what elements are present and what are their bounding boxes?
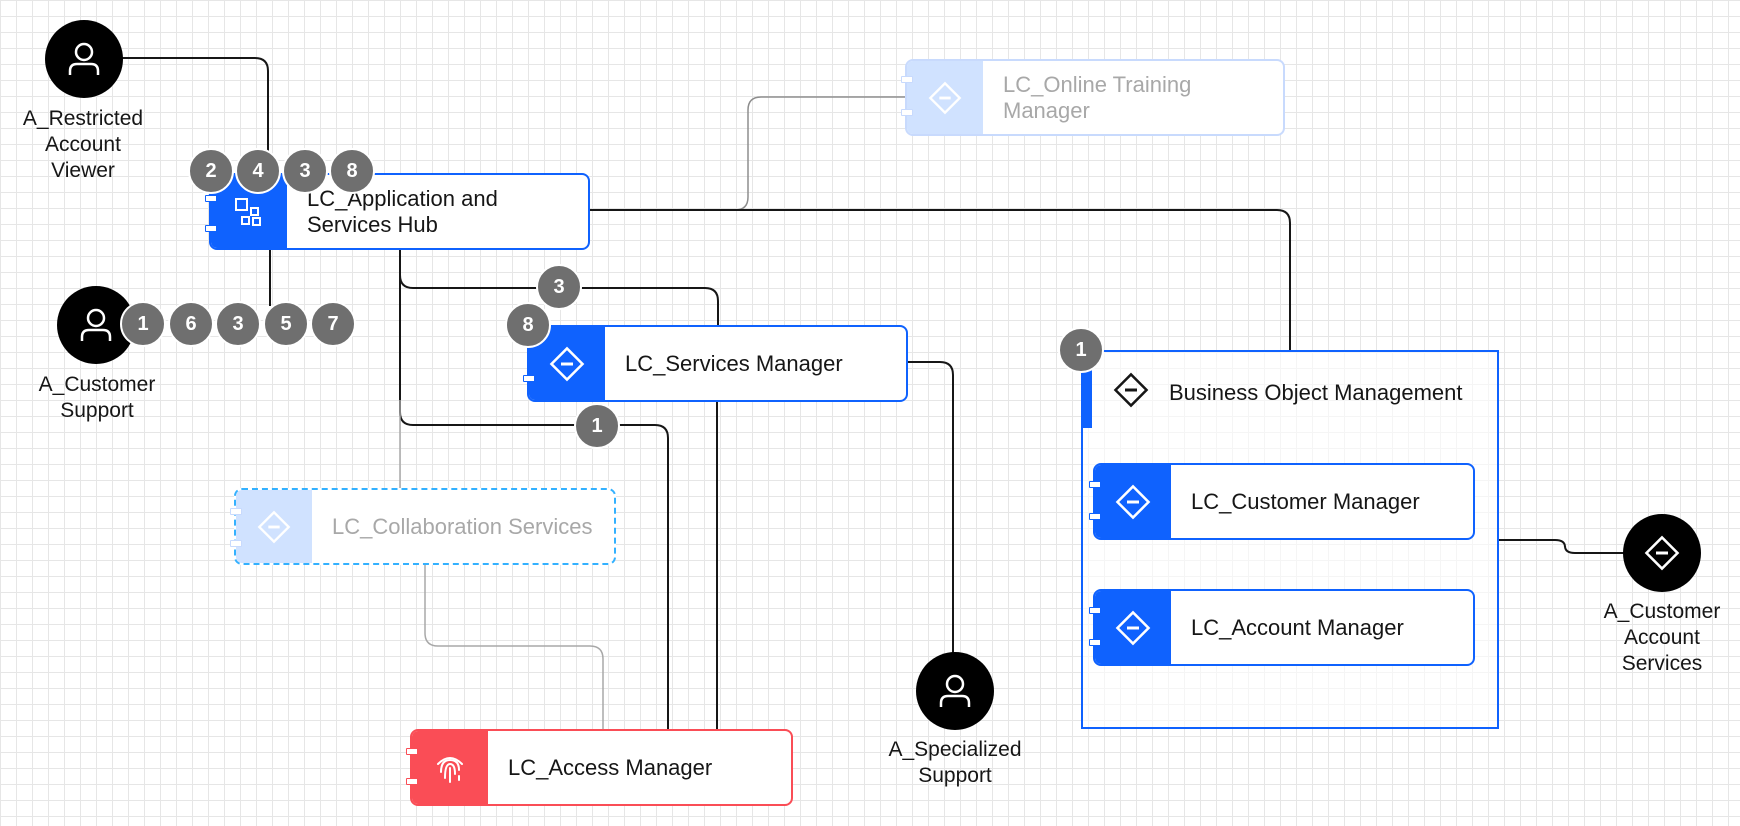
decision-diamond-icon	[901, 61, 983, 134]
count-badge[interactable]: 1	[574, 403, 620, 449]
port	[523, 375, 535, 382]
count-badge[interactable]: 4	[235, 148, 281, 194]
wire-restricted-to-hub	[110, 57, 269, 176]
port	[205, 225, 217, 232]
wire-collab-to-access	[424, 565, 604, 730]
decision-diamond-icon	[1089, 465, 1171, 538]
port	[205, 195, 217, 202]
component-label: LC_Online Training Manager	[1003, 71, 1192, 123]
fingerprint-icon	[406, 731, 488, 804]
count-badge[interactable]: 3	[536, 264, 582, 310]
wire-hub-to-group	[588, 209, 1291, 350]
count-badge[interactable]: 8	[505, 302, 551, 348]
user-icon	[68, 42, 100, 75]
count-badge[interactable]: 1	[1058, 327, 1104, 373]
account-manager-component[interactable]: LC_Account Manager	[1089, 589, 1475, 666]
restricted-viewer-label: A_Restricted Account Viewer	[22, 107, 144, 182]
customer-account-services-label: A_Customer Account Services	[1603, 600, 1721, 675]
component-label: LC_Access Manager	[508, 754, 713, 780]
count-badge[interactable]: 2	[188, 148, 234, 194]
group-title: Business Object Management	[1169, 380, 1463, 405]
count-badge[interactable]: 8	[329, 148, 375, 194]
group-accent-bar	[1083, 370, 1092, 428]
component-label: LC_Application and Services Hub	[307, 185, 498, 237]
app-services-hub-component[interactable]: LC_Application and Services Hub	[205, 173, 590, 250]
wire-services-to-specialized	[906, 361, 954, 655]
count-badge[interactable]: 1	[120, 301, 166, 347]
decision-diamond-icon	[1089, 591, 1171, 664]
port	[230, 508, 242, 515]
count-badge[interactable]: 3	[282, 148, 328, 194]
port	[406, 778, 418, 785]
port	[901, 109, 913, 116]
component-label: LC_Customer Manager	[1191, 488, 1420, 514]
port	[1089, 481, 1101, 488]
count-badge[interactable]: 3	[215, 301, 261, 347]
count-badge[interactable]: 6	[168, 301, 214, 347]
customer-support-label: A_Customer Support	[38, 373, 156, 422]
wire-hub-to-training	[588, 96, 905, 211]
specialized-support-label: A_Specialized Support	[888, 738, 1022, 787]
component-label: LC_Collaboration Services	[332, 513, 593, 539]
port	[901, 76, 913, 83]
count-badge[interactable]: 5	[263, 301, 309, 347]
access-manager-component[interactable]: LC_Access Manager	[406, 729, 793, 806]
user-icon	[939, 674, 971, 707]
port	[1089, 513, 1101, 520]
collaboration-services-component[interactable]: LC_Collaboration Services	[230, 488, 616, 565]
wire-group-to-account-services	[1499, 539, 1625, 554]
component-label: LC_Services Manager	[625, 350, 843, 376]
online-training-manager-component[interactable]: LC_Online Training Manager	[901, 59, 1285, 136]
port	[1089, 639, 1101, 646]
port	[406, 748, 418, 755]
decision-diamond-icon	[1113, 372, 1149, 413]
services-manager-component[interactable]: LC_Services Manager	[523, 325, 908, 402]
specialized-support-actor[interactable]	[916, 652, 994, 730]
customer-manager-component[interactable]: LC_Customer Manager	[1089, 463, 1475, 540]
restricted-viewer-actor[interactable]	[45, 20, 123, 98]
port	[230, 540, 242, 547]
user-icon	[80, 308, 112, 341]
component-label: LC_Account Manager	[1191, 614, 1404, 640]
decision-diamond-icon	[230, 490, 312, 563]
customer-account-services-actor[interactable]	[1623, 514, 1701, 592]
port	[1089, 607, 1101, 614]
count-badge[interactable]: 7	[310, 301, 356, 347]
decision-diamond-icon	[1644, 535, 1680, 571]
